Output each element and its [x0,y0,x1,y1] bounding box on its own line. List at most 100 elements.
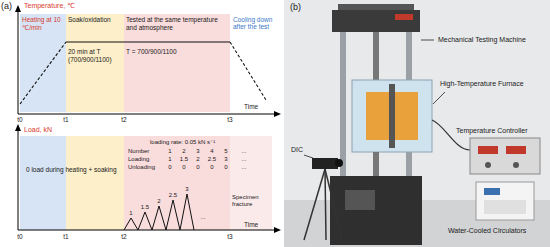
test-rig-photo [484,200,526,214]
table-row-head: Loading [128,156,149,163]
callout-label: High-Temperature Furnace [440,80,524,88]
table-cell: 3 [191,148,205,155]
table-cell: 1 [163,156,177,163]
axis-arrowhead [274,111,281,117]
callout-label: Temperature Controller [456,127,528,135]
table-cell: 4 [205,148,219,155]
table-row-head: Number [128,148,149,155]
test-rig-photo [485,162,491,168]
test-rig-photo [352,80,432,152]
tick-label: t1 [59,233,73,240]
axis-arrowhead [15,5,281,233]
axis-line [18,230,276,231]
temperature-curve [20,42,266,104]
peak-value: ... [196,214,210,221]
table-cell: 2 [177,148,191,155]
leader-line [421,40,434,41]
test-rig-photo [312,158,338,169]
axis-arrowhead [15,5,21,12]
callout-label: DIC [291,146,303,154]
test-rig-photo [484,188,500,195]
axis-line [18,130,19,230]
test-rig-photo [432,120,470,150]
axis-title: Load, kN [24,126,52,134]
tick-label: t3 [223,233,237,240]
test-rig-photo [340,32,346,177]
table-cell: ... [237,148,251,155]
phase-band: Soak/oxidation 20 min at T (700/900/1100) [66,14,124,112]
panel-label: (a) [1,1,12,11]
test-rig-photo [470,138,540,174]
table-cell: 2 [191,156,205,163]
test-rig-photo [325,169,326,240]
test-rig-photo [325,169,342,238]
test-rig-photo [345,190,375,210]
test-rig-photo [332,10,420,32]
table-cell: 5 [219,148,233,155]
annotation: Cooling down after the test [233,16,275,31]
test-rig-photo [389,84,395,148]
band-text: Soak/oxidation [68,16,122,24]
test-rig-photo [330,176,422,245]
table-cell: ... [237,156,251,163]
axis-arrowhead [274,227,281,233]
phase-band: Heating at 10 ℃/min [20,14,66,112]
table-cell: 0 [163,164,177,171]
peak-value: 3 [179,186,195,193]
band-text: T = 700/900/1100 [126,48,228,56]
table-cell: 0 [177,164,191,171]
tick-label: t0 [13,116,27,123]
leader-line [304,40,445,158]
load-phase-bands [230,136,272,230]
test-rig-photo [335,159,343,167]
table-cell: 2.5 [205,156,219,163]
table-row-head: Unloading [128,164,155,171]
table-cell: 0 [205,164,219,171]
table-cell: 1.5 [177,156,191,163]
annotation: Specimen fracture [232,194,270,208]
axis-title: Temperature, ℃ [24,2,75,10]
peak-value: 1.5 [137,204,153,211]
axis-line [18,11,19,114]
table-cell: 0 [191,164,205,171]
temperature-curve [230,42,266,100]
test-rig-photo [304,169,325,240]
annotation: 0 load during heating + soaking [26,166,118,173]
test-rig-photo [476,182,534,220]
axis-title: Time [244,221,258,228]
callout-label: Water-Cooled Circulators [448,227,526,235]
test-rig-photo [284,0,550,247]
peak-value: 2.5 [165,192,181,199]
band-text: Heating at 10 ℃/min [22,16,64,32]
callout-label: Mechanical Testing Machine [438,36,526,44]
test-rig-photo [373,152,379,176]
test-rig-photo [506,146,526,154]
axis-line [18,114,276,115]
test-rig-photo [373,32,379,82]
test-rig-photo [478,146,498,154]
load-cycles [124,194,194,230]
band-text: 20 min at T (700/900/1100) [68,48,122,64]
table-title: loading rate: 0.05 kN s⁻¹ [150,139,215,146]
temperature-curve [66,41,230,42]
tick-label: t0 [13,233,27,240]
axis-arrowhead [15,124,21,131]
load-phase-bands [20,136,66,230]
temperature-curve [20,42,66,104]
load-phase-bands [20,136,272,230]
peak-value: 2 [151,198,167,205]
leader-line [304,155,313,158]
phase-band: Tested at the same temperature and atmos… [124,14,230,112]
axis-line [18,11,276,230]
peak-value: 1 [123,210,139,217]
tick-label: t3 [223,116,237,123]
load-phase-bands [66,136,124,230]
table-cell: ... [237,164,251,171]
table-cell: 1 [163,148,177,155]
leader-line [433,92,445,104]
table-cell: 3 [219,156,233,163]
load-phase-bands [124,136,230,230]
band-text: Tested at the same temperature and atmos… [126,16,228,32]
tick-label: t2 [117,116,131,123]
